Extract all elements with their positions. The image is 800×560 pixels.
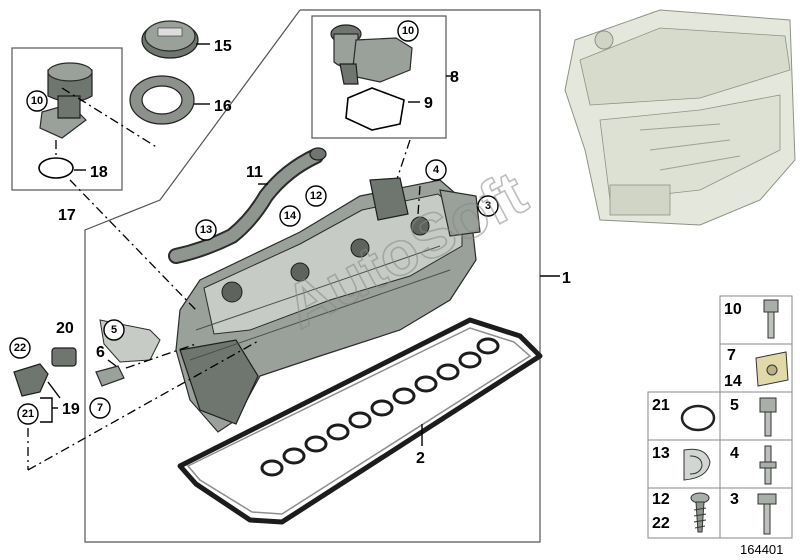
bolt-5-icon: [759, 397, 777, 437]
legend-14: 14: [724, 373, 742, 390]
engine-block-illustration: [564, 9, 796, 226]
sensor-part: [13, 347, 77, 399]
svg-text:4: 4: [433, 164, 440, 176]
oil-filler-group-box: [11, 47, 123, 191]
circled-callouts: 3 4 5 7 10 10 12 13: [9, 20, 499, 425]
assembly-frame: [84, 9, 560, 543]
callout-9: 9: [424, 95, 433, 112]
oil-filler-neck-part: [39, 62, 93, 139]
sealing-ring-18-part: [38, 157, 74, 179]
svg-text:10: 10: [31, 95, 43, 107]
callout-13: 13: [195, 219, 217, 241]
callout-10-filler: 10: [26, 90, 48, 112]
callout-3: 3: [477, 195, 499, 217]
callout-14: 14: [279, 205, 301, 227]
bracket-19-line: [40, 397, 53, 423]
legend-22: 22: [652, 515, 670, 532]
legend-7: 7: [727, 347, 736, 364]
svg-text:14: 14: [284, 210, 297, 222]
hose-clip-icon: [683, 448, 711, 481]
clip-nut-icon: [755, 351, 789, 387]
screw-12-icon: [690, 492, 710, 533]
gasket-16-part: [129, 75, 210, 125]
legend-5: 5: [730, 397, 739, 414]
callout-7: 7: [89, 397, 111, 419]
stud-4-icon: [759, 445, 777, 485]
callout-6: 6: [96, 344, 105, 361]
cylinder-head-cover-part: [175, 177, 481, 433]
filler-cap-part: [141, 20, 210, 59]
callout-18: 18: [90, 164, 108, 181]
legend-21: 21: [652, 397, 670, 414]
svg-text:10: 10: [402, 25, 414, 37]
bolt-10-icon: [763, 299, 779, 339]
callout-5: 5: [103, 319, 125, 341]
callout-22: 22: [9, 337, 31, 359]
callout-16: 16: [214, 98, 232, 115]
callout-17: 17: [58, 207, 76, 224]
svg-text:12: 12: [310, 190, 322, 202]
svg-text:22: 22: [14, 342, 26, 354]
bolt-3-icon: [757, 493, 777, 535]
legend-13: 13: [652, 445, 670, 462]
callout-1: 1: [562, 270, 571, 287]
callout-21: 21: [17, 403, 39, 425]
callout-10-vent: 10: [397, 20, 419, 42]
reference-number: 164401: [740, 542, 783, 557]
vent-valve-group-box: [311, 15, 447, 139]
callout-4: 4: [425, 159, 447, 181]
callout-12: 12: [305, 185, 327, 207]
callout-11: 11: [246, 164, 263, 181]
pressure-valve-part: [330, 24, 413, 85]
legend-12: 12: [652, 491, 670, 508]
callout-2: 2: [416, 450, 425, 467]
o-ring-21-icon: [680, 404, 716, 432]
legend-10: 10: [724, 301, 742, 318]
callout-19: 19: [62, 401, 80, 418]
svg-text:5: 5: [111, 324, 117, 336]
svg-text:3: 3: [485, 200, 491, 212]
seal-9-part: [345, 87, 405, 131]
callout-labels: 1 2 6 8 9 11 15 16 17 18 19 20: [56, 38, 571, 467]
svg-text:13: 13: [200, 224, 212, 236]
legend-4: 4: [730, 445, 739, 462]
gasket-2-part: [177, 317, 543, 525]
breather-hose-part: [168, 147, 327, 264]
svg-text:21: 21: [22, 408, 34, 420]
callout-8: 8: [450, 69, 459, 86]
legend-3: 3: [730, 491, 739, 508]
callout-20: 20: [56, 320, 74, 337]
parts-legend-table: 10 7 14 21 5 13 4 12 22 3: [647, 295, 793, 539]
callout-15: 15: [214, 38, 232, 55]
svg-text:7: 7: [97, 402, 103, 414]
